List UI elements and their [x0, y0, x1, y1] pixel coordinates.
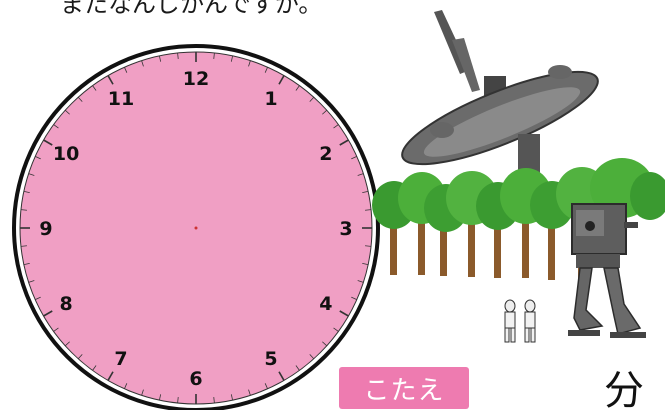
minute-tick	[295, 365, 300, 371]
minute-tick	[351, 156, 357, 160]
minute-tick	[362, 191, 369, 194]
minute-tick	[362, 262, 369, 265]
minute-tick	[43, 310, 53, 317]
minute-tick	[124, 383, 128, 389]
minute-tick	[309, 354, 315, 360]
minute-tick	[124, 67, 128, 73]
minute-tick	[23, 191, 30, 194]
minute-ticks	[20, 52, 372, 404]
minute-tick	[107, 75, 114, 85]
minute-tick	[278, 75, 285, 85]
soldier-figures-icon	[504, 299, 536, 343]
minute-tick	[35, 296, 41, 300]
minute-tick	[278, 371, 285, 381]
satellite-dish-icon	[401, 10, 599, 192]
hour-number: 12	[183, 68, 209, 90]
minute-tick	[295, 85, 300, 91]
hour-number: 9	[39, 218, 52, 240]
minute-tick	[141, 60, 144, 67]
starwars-scene-illustration	[372, 10, 665, 343]
minute-tick	[177, 397, 179, 404]
minute-tick	[28, 280, 35, 283]
minute-tick	[357, 173, 364, 176]
minute-tick	[64, 341, 70, 347]
hour-number: 2	[319, 143, 332, 165]
minute-tick	[248, 60, 251, 67]
hour-number: 6	[189, 368, 202, 390]
hour-number: 11	[108, 88, 134, 110]
minute-tick	[333, 124, 339, 129]
minute-tick	[43, 139, 53, 146]
minute-tick	[92, 85, 97, 91]
minute-tick	[28, 173, 35, 176]
answer-button[interactable]: こたえ	[339, 367, 469, 409]
minute-tick	[20, 245, 27, 247]
minute-tick	[64, 109, 70, 115]
minute-tick	[365, 209, 372, 211]
minute-tick	[77, 354, 83, 360]
minute-tick	[230, 55, 233, 62]
minute-tick	[264, 383, 268, 389]
minute-tick	[159, 394, 162, 401]
hour-number: 10	[53, 143, 79, 165]
minute-tick	[23, 262, 30, 265]
minute-tick	[213, 52, 215, 59]
hour-number: 7	[114, 348, 127, 370]
minute-tick	[20, 209, 27, 211]
walker-robot-icon	[568, 203, 646, 338]
minute-tick	[309, 96, 315, 102]
minute-tick	[35, 156, 41, 160]
minute-tick	[77, 96, 83, 102]
minute-tick	[92, 365, 97, 371]
minute-tick	[339, 139, 349, 146]
minute-tick	[159, 55, 162, 62]
question-text: またなんじかんですか。	[60, 0, 323, 18]
minute-tick	[53, 124, 59, 129]
clock-center	[194, 226, 198, 230]
minutes-unit-label: 分	[604, 368, 644, 414]
minute-tick	[264, 67, 268, 73]
minute-tick	[213, 397, 215, 404]
minute-tick	[177, 52, 179, 59]
hour-number: 1	[264, 88, 277, 110]
minute-tick	[365, 245, 372, 247]
minute-tick	[322, 109, 328, 115]
minute-tick	[333, 327, 339, 332]
minute-tick	[351, 296, 357, 300]
hour-number: 5	[264, 348, 277, 370]
minute-tick	[141, 389, 144, 396]
hour-number: 4	[319, 293, 332, 315]
hour-number: 3	[339, 218, 352, 240]
hour-number: 8	[59, 293, 72, 315]
minute-tick	[357, 280, 364, 283]
minute-tick	[322, 341, 328, 347]
minute-tick	[230, 394, 233, 401]
minute-tick	[339, 310, 349, 317]
minute-tick	[107, 371, 114, 381]
minute-tick	[248, 389, 251, 396]
minute-tick	[53, 327, 59, 332]
